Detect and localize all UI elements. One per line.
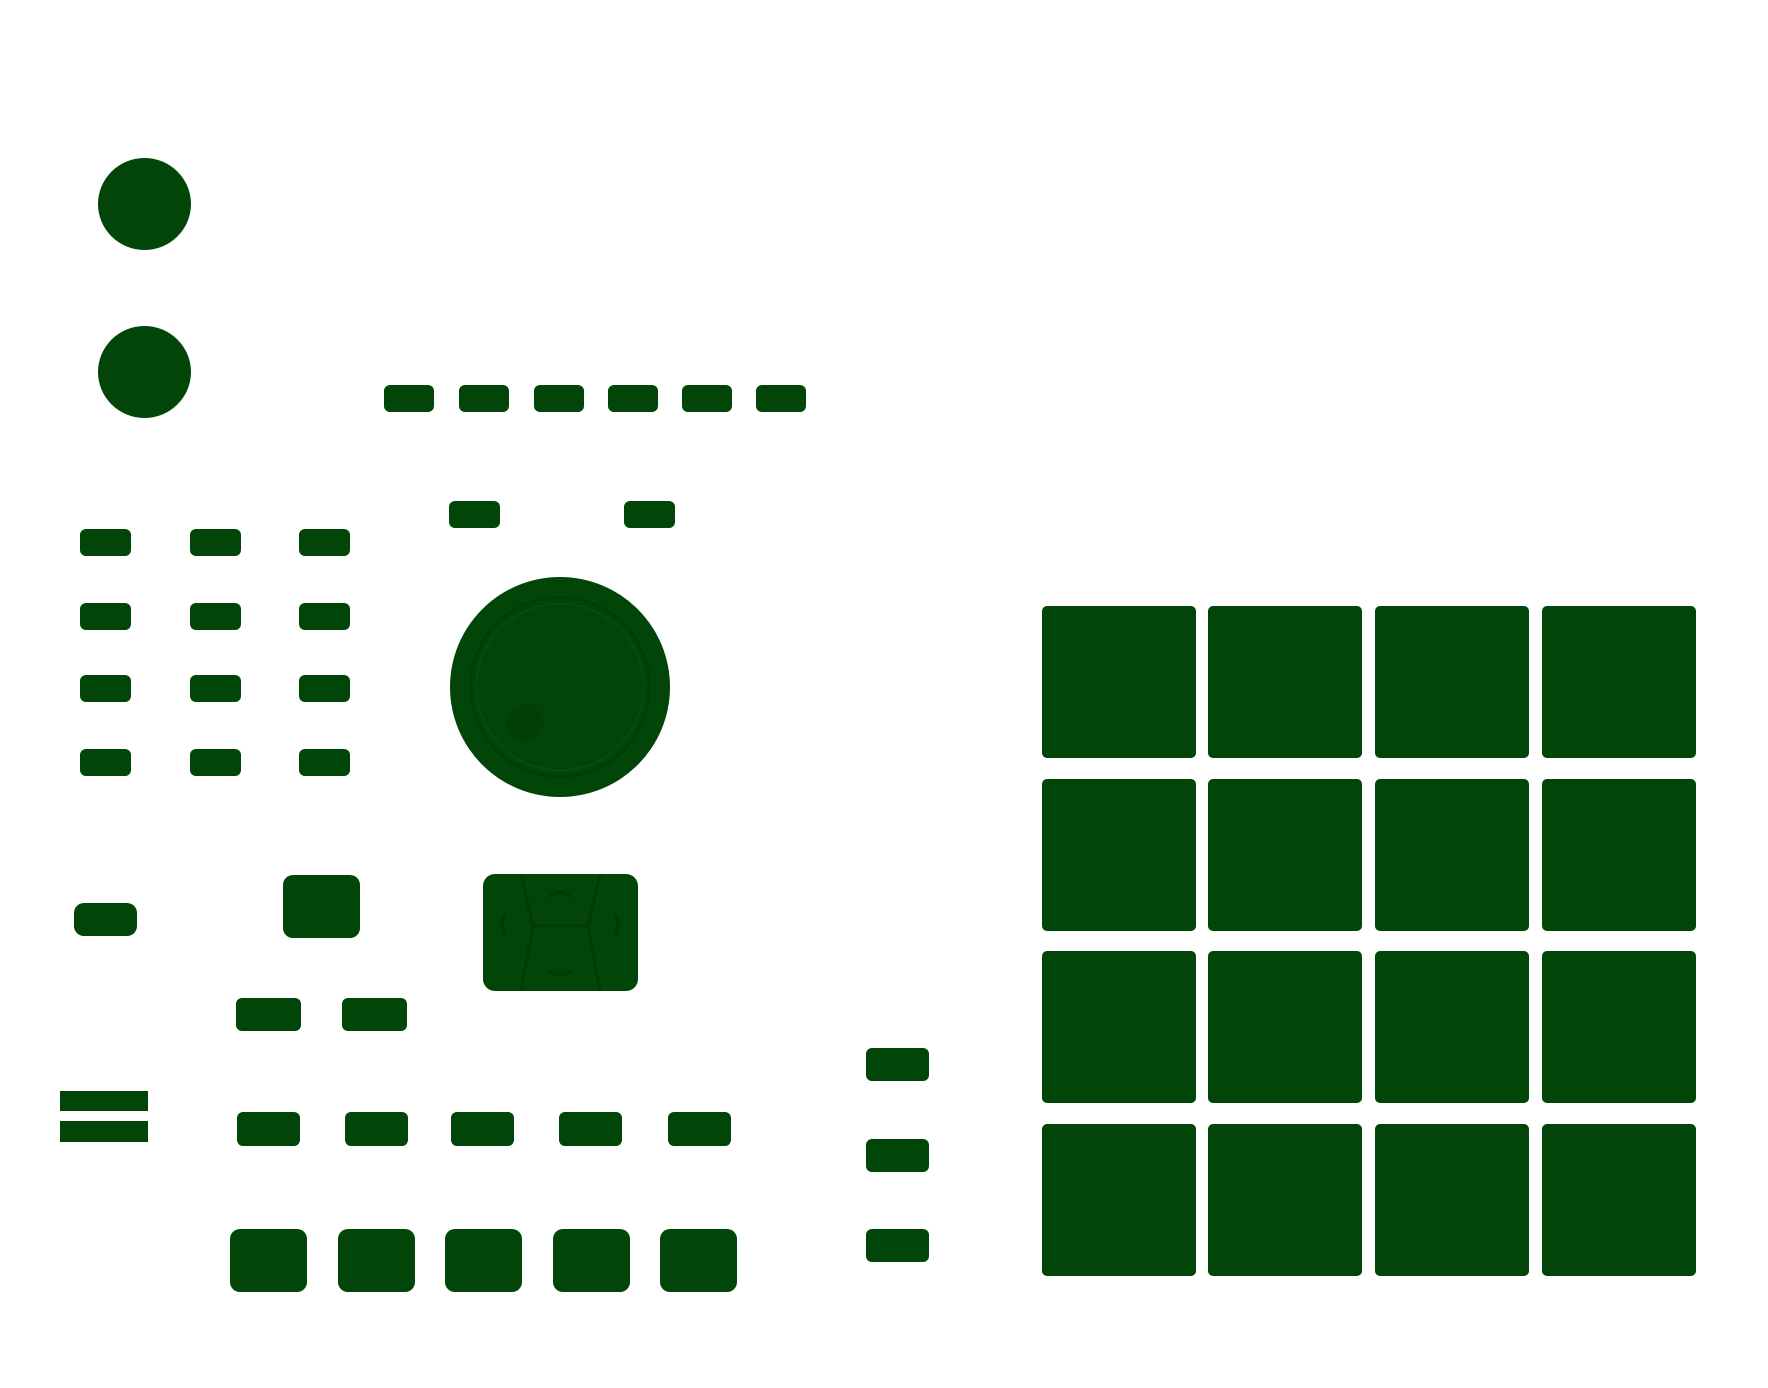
pad-r2-c2[interactable] xyxy=(1208,779,1362,931)
grid-button-r4-c2[interactable] xyxy=(190,749,241,776)
pad-r1-c4[interactable] xyxy=(1542,606,1696,758)
pad-r4-c3[interactable] xyxy=(1375,1124,1529,1276)
side-button-2[interactable] xyxy=(866,1139,929,1172)
dpad-graphic xyxy=(500,874,620,991)
bottom-button-2[interactable] xyxy=(338,1229,415,1292)
arrow-up-icon xyxy=(549,890,571,898)
grid-button-r2-c3[interactable] xyxy=(299,603,350,630)
row-button-5[interactable] xyxy=(668,1112,731,1146)
grid-button-r2-c1[interactable] xyxy=(80,603,131,630)
pad-r2-c1[interactable] xyxy=(1042,779,1196,931)
top-button-4[interactable] xyxy=(608,385,658,412)
arrow-down-icon xyxy=(549,970,571,977)
row-button-2[interactable] xyxy=(345,1112,408,1146)
top-button-2[interactable] xyxy=(459,385,509,412)
grid-button-r4-c1[interactable] xyxy=(80,749,131,776)
top-button-6[interactable] xyxy=(756,385,806,412)
bottom-button-1[interactable] xyxy=(230,1229,307,1292)
grid-button-r4-c3[interactable] xyxy=(299,749,350,776)
grid-button-r3-c3[interactable] xyxy=(299,675,350,702)
pad-r3-c1[interactable] xyxy=(1042,951,1196,1103)
encoder-left-button[interactable] xyxy=(449,501,500,528)
pad-r4-c2[interactable] xyxy=(1208,1124,1362,1276)
small-button-b[interactable] xyxy=(342,998,407,1031)
pad-r1-c3[interactable] xyxy=(1375,606,1529,758)
encoder-face xyxy=(476,603,644,771)
pad-r2-c4[interactable] xyxy=(1542,779,1696,931)
top-button-3[interactable] xyxy=(534,385,584,412)
bottom-button-3[interactable] xyxy=(445,1229,522,1292)
arrow-left-icon xyxy=(500,914,507,936)
side-button-1[interactable] xyxy=(866,1048,929,1081)
bottom-button-5[interactable] xyxy=(660,1229,737,1292)
knob-1[interactable] xyxy=(98,158,191,250)
encoder-ring xyxy=(469,596,651,778)
large-square-button[interactable] xyxy=(283,875,360,938)
bottom-button-4[interactable] xyxy=(553,1229,630,1292)
grid-button-r3-c2[interactable] xyxy=(190,675,241,702)
grid-button-r1-c2[interactable] xyxy=(190,529,241,556)
pad-r1-c1[interactable] xyxy=(1042,606,1196,758)
pad-r1-c2[interactable] xyxy=(1208,606,1362,758)
grid-button-r2-c2[interactable] xyxy=(190,603,241,630)
pad-r4-c1[interactable] xyxy=(1042,1124,1196,1276)
grid-button-r1-c3[interactable] xyxy=(299,529,350,556)
top-button-1[interactable] xyxy=(384,385,434,412)
shift-button[interactable] xyxy=(74,903,137,936)
hamburger-icon-bar-bottom xyxy=(60,1121,148,1142)
grid-button-r1-c1[interactable] xyxy=(80,529,131,556)
row-button-4[interactable] xyxy=(559,1112,622,1146)
arrow-right-icon xyxy=(614,914,620,936)
encoder-indicator-dot xyxy=(506,704,544,742)
pad-r3-c3[interactable] xyxy=(1375,951,1529,1103)
pad-r4-c4[interactable] xyxy=(1542,1124,1696,1276)
grid-button-r3-c1[interactable] xyxy=(80,675,131,702)
row-button-3[interactable] xyxy=(451,1112,514,1146)
pad-r3-c4[interactable] xyxy=(1542,951,1696,1103)
knob-2[interactable] xyxy=(98,326,191,418)
small-button-a[interactable] xyxy=(236,998,301,1031)
side-button-3[interactable] xyxy=(866,1229,929,1262)
pad-r2-c3[interactable] xyxy=(1375,779,1529,931)
top-button-5[interactable] xyxy=(682,385,732,412)
row-button-1[interactable] xyxy=(237,1112,300,1146)
directional-pad[interactable] xyxy=(483,874,638,991)
encoder-right-button[interactable] xyxy=(624,501,675,528)
pad-r3-c2[interactable] xyxy=(1208,951,1362,1103)
hamburger-icon-bar-top xyxy=(60,1091,148,1111)
main-encoder-knob[interactable] xyxy=(450,577,670,797)
